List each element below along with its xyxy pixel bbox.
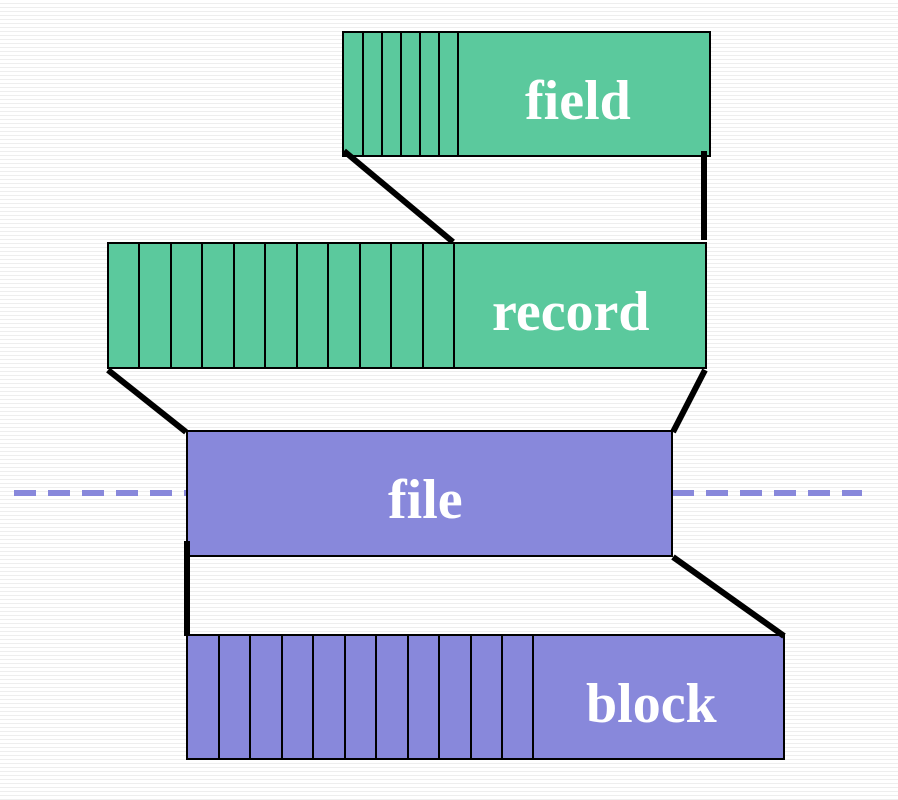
block-slot [440, 636, 472, 758]
record-slot [329, 244, 361, 367]
record-file-connector-right [670, 368, 708, 434]
file-box: file [186, 430, 673, 557]
field-slot [344, 33, 364, 155]
block-slot [409, 636, 440, 758]
field-slot [421, 33, 440, 155]
file-block-connector-right [671, 554, 786, 639]
record-label: record [492, 281, 650, 343]
record-box: record [107, 242, 707, 369]
block-slot [503, 636, 534, 758]
record-file-connector-left [106, 367, 188, 435]
block-slot [314, 636, 346, 758]
field-record-connector-left [342, 148, 455, 245]
record-slot [298, 244, 329, 367]
file-label: file [388, 469, 463, 531]
block-slot [377, 636, 409, 758]
block-label: block [586, 673, 717, 735]
block-slot [283, 636, 314, 758]
record-slot [266, 244, 298, 367]
record-slot [235, 244, 266, 367]
field-slot [364, 33, 383, 155]
field-slot [440, 33, 459, 155]
record-slot [361, 244, 392, 367]
record-slot [140, 244, 172, 367]
record-slot [109, 244, 140, 367]
field-slot [383, 33, 402, 155]
block-box: block [186, 634, 785, 760]
block-slot [472, 636, 503, 758]
block-slot [188, 636, 220, 758]
block-slot [346, 636, 377, 758]
field-box: field [342, 31, 711, 157]
block-slot [251, 636, 283, 758]
field-label: field [525, 70, 631, 132]
block-slot [220, 636, 251, 758]
record-slot [424, 244, 455, 367]
record-slot [172, 244, 203, 367]
record-slot [392, 244, 424, 367]
record-slot [203, 244, 235, 367]
field-slot [402, 33, 421, 155]
